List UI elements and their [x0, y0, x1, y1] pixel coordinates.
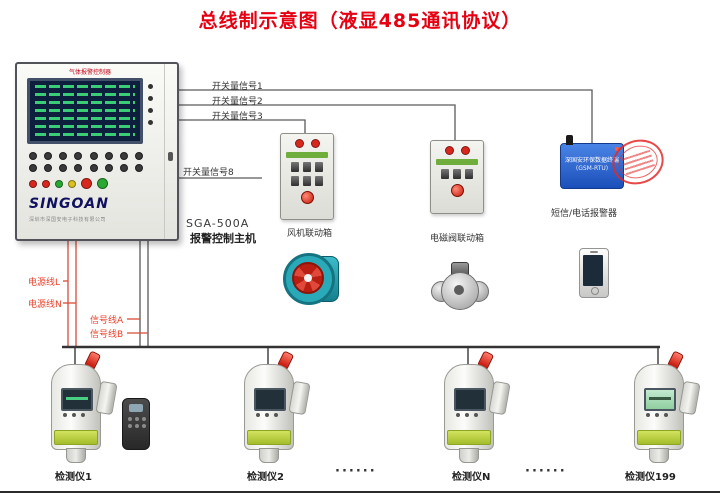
signal-label-2: 开关量信号2 [212, 97, 263, 107]
valve-box-red-button [450, 184, 464, 197]
panel-keypad [29, 152, 147, 172]
remote-control [122, 398, 150, 450]
detector-probe [649, 448, 669, 463]
fan-box-switches-row1 [281, 162, 333, 172]
fan-box-red-button [300, 191, 314, 204]
alarm-controller-panel: 气体报警控制器 SINGOAN 深圳市深国安电子科技有限公司 [15, 62, 179, 241]
valve-box-label: 电磁阀联动箱 [430, 234, 485, 244]
detector-label-band [54, 430, 98, 445]
ellipsis-2: ······ [525, 464, 567, 479]
signal-label-8: 开关量信号8 [183, 168, 234, 178]
valve-linkage-box [430, 140, 484, 214]
mobile-phone [579, 248, 609, 298]
detector-label-band [637, 430, 681, 445]
panel-lcd-display [27, 78, 143, 144]
fan-box-switches-row2 [281, 176, 333, 186]
controller-model-label: SGA-500A [186, 217, 250, 230]
detector-screen [61, 388, 93, 411]
valve-box-switches [431, 169, 483, 179]
panel-header-text: 气体报警控制器 [68, 69, 111, 76]
gsm-text-line1: 深国安环保数据终端 [564, 157, 619, 164]
detector-199 [624, 350, 702, 464]
phone-home-button [591, 287, 599, 295]
detector-buttons [63, 413, 85, 417]
valve-box-green-strip [436, 159, 478, 165]
panel-side-buttons [148, 84, 156, 125]
detector-1-caption: 检测仪1 [55, 472, 92, 483]
lcd-cell-grid [35, 85, 135, 137]
detector-buttons [456, 413, 478, 417]
fan-box-label: 风机联动箱 [287, 229, 333, 239]
detector-n [434, 350, 512, 464]
fan-box-green-strip [286, 152, 328, 158]
detector-screen [454, 388, 486, 411]
detector-buttons [256, 413, 278, 417]
valve-box-lights [431, 146, 483, 155]
gsm-text-line2: (GSM-RTU) [575, 165, 609, 172]
cabinet-door-seam [164, 64, 165, 239]
gsm-alarm-terminal: 深国安环保数据终端 (GSM-RTU) [560, 135, 624, 189]
cabinet-lock [168, 152, 173, 161]
phone-screen [583, 255, 603, 286]
fan-box-lights [281, 139, 333, 148]
signal-label-3: 开关量信号3 [212, 112, 263, 122]
detector-buttons [646, 413, 668, 417]
valve-body [441, 272, 479, 310]
diagram-title: 总线制示意图（液显485通讯协议） [198, 10, 522, 32]
remote-screen [129, 404, 143, 412]
fan-impeller [292, 262, 324, 294]
detector-probe [66, 448, 86, 463]
fan-device [283, 252, 339, 305]
detector-199-caption: 检测仪199 [625, 472, 676, 483]
detector-1 [41, 350, 119, 464]
detector-n-caption: 检测仪N [452, 472, 491, 483]
controller-caption-label: 报警控制主机 [190, 232, 256, 245]
ellipsis-1: ······ [335, 464, 377, 479]
phone-speaker [590, 251, 598, 253]
bottom-divider [0, 491, 720, 493]
detector-label-band [247, 430, 291, 445]
antenna-icon [566, 135, 573, 145]
fan-linkage-box [280, 133, 334, 220]
wire-label-signal-b: 信号线B [90, 330, 124, 340]
detector-label-band [447, 430, 491, 445]
remote-keys [128, 417, 146, 428]
solenoid-valve-device [431, 262, 489, 310]
wire-label-power-l: 电源线L [28, 278, 61, 288]
detector-2-caption: 检测仪2 [247, 472, 284, 483]
signal-label-1: 开关量信号1 [212, 82, 263, 92]
company-name: 深圳市深国安电子科技有限公司 [29, 217, 107, 223]
detector-screen [254, 388, 286, 411]
detector-probe [459, 448, 479, 463]
wire-label-power-n: 电源线N [28, 300, 62, 310]
detector-2 [234, 350, 312, 464]
brand-logo: SINGOAN [29, 196, 109, 212]
panel-indicator-lights [29, 178, 108, 189]
gsm-caption-label: 短信/电话报警器 [551, 209, 618, 219]
wire-label-signal-a: 信号线A [90, 316, 124, 326]
detector-screen [644, 388, 676, 411]
detector-probe [259, 448, 279, 463]
